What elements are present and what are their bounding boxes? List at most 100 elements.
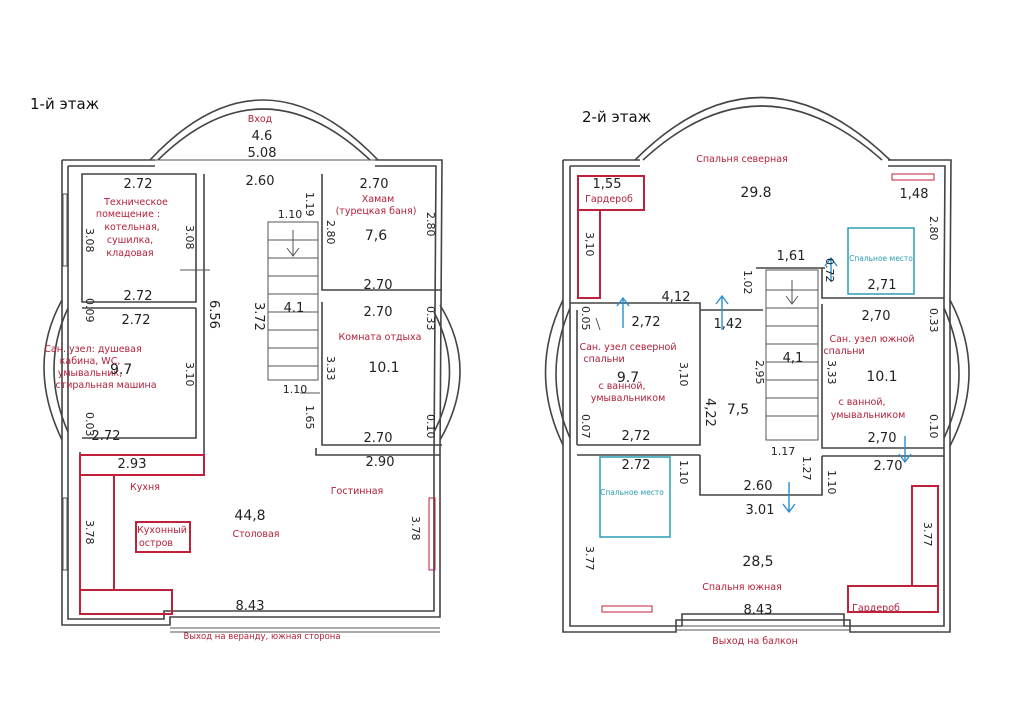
f1-dim: 2.60 — [246, 174, 275, 189]
f1-tech-line: помещение : — [96, 209, 160, 220]
f1-dim: 2.72 — [124, 177, 153, 192]
floor2-interior-walls — [570, 267, 944, 496]
f1-dim: 2.72 — [122, 313, 151, 328]
f2-dim: 8.43 — [744, 603, 773, 618]
f2-bath-s-area: 10.1 — [866, 369, 897, 385]
f2-dim: 3.77 — [921, 522, 934, 547]
f1-dim: 4.1 — [284, 301, 305, 316]
f2-wardrobe-s: Гардероб — [852, 603, 900, 614]
f2-bath-n-area: 9.7 — [617, 370, 639, 386]
f2-dim: 1.10 — [825, 470, 838, 495]
f1-living-label: Гостинная — [331, 486, 384, 497]
f1-dim: 3.72 — [251, 302, 266, 331]
north-bed — [847, 227, 915, 295]
f1-dim: 2.72 — [124, 289, 153, 304]
f2-exit-label: Выход на балкон — [712, 636, 798, 647]
f2-dim: 1,55 — [593, 177, 622, 192]
f1-bath-line: стиральная машина — [55, 380, 156, 391]
f1-bath-line: кабина, WC, — [60, 356, 121, 367]
f1-dim: 4.6 — [252, 129, 273, 144]
f2-dim: 0.05 — [579, 306, 592, 331]
f1-dim: 2.80 — [424, 212, 437, 237]
f1-dim: 3.08 — [83, 228, 96, 253]
f1-dim: 5.08 — [248, 146, 277, 161]
f1-dim: 1.10 — [278, 208, 303, 221]
f1-dim: 2.70 — [364, 431, 393, 446]
f1-dim: 2.80 — [324, 220, 337, 245]
f1-hamam-line: Хамам — [362, 194, 395, 205]
f2-dim: 1,48 — [900, 187, 929, 202]
f1-island-line: остров — [139, 538, 173, 549]
f2-bath-n-line: спальни — [583, 354, 624, 365]
f1-dim: 1.10 — [283, 383, 308, 396]
floor1-kitchen-furniture — [79, 454, 205, 615]
f2-dim: 2.72 — [622, 458, 651, 473]
f2-dim: 1.02 — [741, 270, 754, 295]
floor1-stairs — [267, 221, 319, 381]
f2-dim: 0.07 — [579, 414, 592, 439]
f1-bath-line: умывальник, — [58, 368, 123, 379]
f1-dim: 1.65 — [303, 405, 316, 430]
f2-bath-s-line: Сан. узел южной — [829, 334, 914, 345]
f1-dim: 6.56 — [206, 300, 221, 329]
f1-tech-line: Техническое — [103, 197, 168, 208]
f1-kitchen-label: Кухня — [130, 482, 160, 493]
f2-wardrobe-n: Гардероб — [585, 194, 633, 205]
f2-dim: 1.10 — [677, 460, 690, 485]
f1-dim: 2.70 — [360, 177, 389, 192]
f2-dim: 4,22 — [702, 398, 717, 427]
f2-dim: 1,42 — [714, 317, 743, 332]
f2-bath-n-line: с ванной, — [598, 381, 645, 392]
f1-dining-label: Столовая — [233, 529, 280, 540]
f2-dim: 3,33 — [825, 360, 838, 385]
f1-bath-line: Сан. узел: душевая — [44, 344, 141, 355]
f2-dim: 0.33 — [927, 308, 940, 333]
f2-dim: 1.17 — [771, 445, 796, 458]
f2-bath-s-line: с ванной, — [838, 397, 885, 408]
f1-tech-line: сушилка, — [107, 235, 153, 246]
f1-dim: 0.09 — [83, 298, 96, 323]
floor1-title: 1-й этаж — [30, 95, 99, 113]
f1-dim: 0.10 — [424, 414, 437, 439]
f1-bath-area: 9.7 — [110, 362, 132, 378]
f2-dim: 3.01 — [746, 503, 775, 518]
f2-sleep-s: Спальное место — [600, 488, 664, 497]
f1-hamam-area: 7,6 — [365, 228, 387, 244]
f1-dim: 3.78 — [409, 516, 422, 541]
floor2-outer-walls — [544, 96, 970, 633]
f1-island-line: Кухонный — [137, 525, 187, 536]
f1-dim: 3.10 — [183, 362, 196, 387]
f2-dim: 3.77 — [583, 546, 596, 571]
f2-dim: 2.70 — [874, 459, 903, 474]
f1-dim: 3.33 — [324, 356, 337, 381]
f2-hall-area: 7,5 — [727, 402, 749, 418]
f1-dim: 8.43 — [236, 599, 265, 614]
f1-hamam-line: (турецкая баня) — [336, 206, 417, 217]
f1-dim: 2.70 — [364, 278, 393, 293]
f1-dim: 2.93 — [118, 457, 147, 472]
f2-south-area: 28,5 — [742, 554, 773, 570]
f2-dim: 3,10 — [677, 362, 690, 387]
f1-dim: 2.72 — [92, 429, 121, 444]
f1-living-area: 44,8 — [234, 508, 265, 524]
f2-south-label: Спальня южная — [702, 582, 782, 593]
f1-exit-label: Выход на веранду, южная сторона — [183, 632, 340, 642]
f2-dim: 0.72 — [823, 258, 836, 283]
f2-dim: 1.27 — [800, 456, 813, 481]
f1-rest-label: Комната отдыха — [339, 332, 422, 343]
floor1-outer-walls — [43, 99, 461, 633]
f1-dim: 2.90 — [366, 455, 395, 470]
floor2-stairs — [765, 269, 819, 441]
f2-dim: 2,70 — [862, 309, 891, 324]
f1-dim: 3.08 — [183, 225, 196, 250]
f1-dim: 1.19 — [303, 192, 316, 217]
f2-bath-n-line: умывальником — [591, 393, 665, 404]
f1-dim: 0.03 — [83, 412, 96, 437]
floor2-wardrobes — [577, 175, 939, 613]
f2-dim: 2.80 — [927, 216, 940, 241]
f2-dim: 2,72 — [632, 315, 661, 330]
f2-dim: 0.10 — [927, 414, 940, 439]
f1-rest-area: 10.1 — [368, 360, 399, 376]
f2-dim: 4,1 — [783, 351, 804, 366]
